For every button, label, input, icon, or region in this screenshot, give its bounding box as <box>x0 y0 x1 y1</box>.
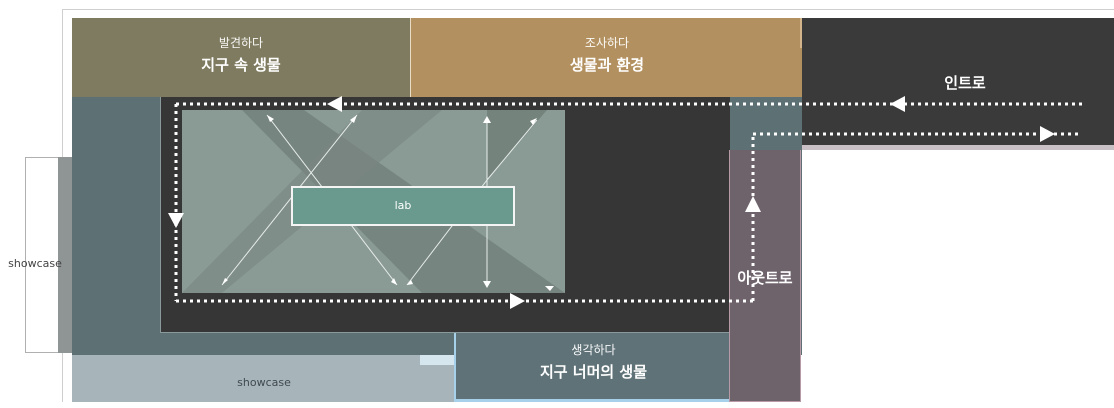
showcase-left-strip <box>58 157 72 353</box>
zone-think-title: 지구 너머의 생물 <box>539 362 648 381</box>
zone-intro <box>802 18 1114 145</box>
showcase-left-label: showcase <box>8 257 62 270</box>
zone-think: 생각하다 지구 너머의 생물 <box>454 333 729 402</box>
arrow-down-left <box>168 213 184 228</box>
arrow-right-bottom <box>510 293 525 309</box>
zone-discover-title: 지구 속 생물 <box>201 55 281 74</box>
showcase-bottom <box>72 355 456 402</box>
arrow-left-intro <box>890 96 905 112</box>
zone-discover-subtitle: 발견하다 <box>218 36 264 50</box>
intro-edge <box>802 145 1114 150</box>
showcase-left-bracket <box>25 157 71 353</box>
arrow-up-outro <box>745 196 761 212</box>
zone-discover: 발견하다 지구 속 생물 <box>72 18 410 97</box>
zone-outro <box>729 150 801 402</box>
zone-think-subtitle: 생각하다 <box>571 343 616 357</box>
zone-investigate-subtitle: 조사하다 <box>584 36 630 50</box>
arrow-right-exit <box>1040 126 1055 142</box>
lab-label: lab <box>394 199 412 212</box>
bottom-edge <box>62 402 802 408</box>
showcase-bottom-label: showcase <box>237 376 291 389</box>
showcase-bottom-notch <box>420 355 454 365</box>
zone-outro-title: 아웃트로 <box>737 269 793 287</box>
lab-box <box>291 186 515 226</box>
zone-intro-title: 인트로 <box>944 74 986 92</box>
zone-investigate-title: 생물과 환경 <box>569 55 645 74</box>
zone-investigate: 조사하다 생물과 환경 <box>410 18 802 97</box>
arrow-left-top <box>327 96 342 112</box>
